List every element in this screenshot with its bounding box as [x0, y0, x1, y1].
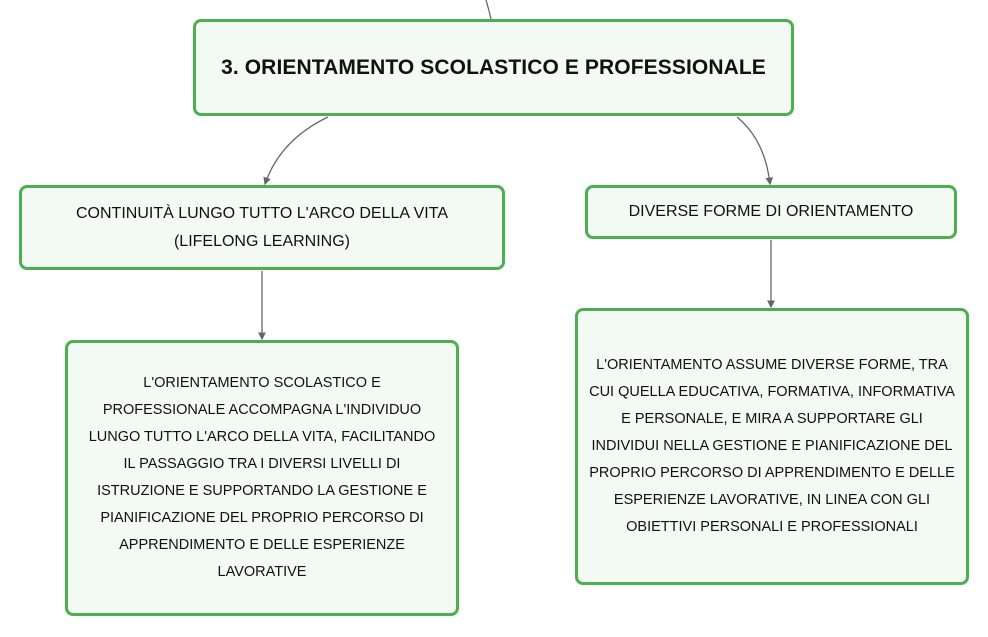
leaf-node-diverse-forme-description[interactable]: L'ORIENTAMENTO ASSUME DIVERSE FORME, TRA…	[575, 308, 969, 585]
connector-root-to-lifelong	[263, 116, 329, 186]
branch-node-lifelong-learning[interactable]: CONTINUITÀ LUNGO TUTTO L'ARCO DELLA VITA…	[19, 185, 505, 270]
connector-root-to-forme	[736, 116, 774, 186]
leaf-node-diverse-forme-text: L'ORIENTAMENTO ASSUME DIVERSE FORME, TRA…	[589, 357, 955, 535]
leaf-node-lifelong-learning-description[interactable]: L'ORIENTAMENTO SCOLASTICO E PROFESSIONAL…	[65, 340, 459, 616]
branch-node-diverse-forme-label: DIVERSE FORME DI ORIENTAMENTO	[628, 203, 914, 220]
connector-parent-to-root	[485, 0, 492, 20]
root-node-label: 3. ORIENTAMENTO SCOLASTICO E PROFESSIONA…	[221, 55, 766, 79]
branch-node-lifelong-learning-line2: (LIFELONG LEARNING)	[173, 232, 350, 250]
branch-node-lifelong-learning-text: CONTINUITÀ LUNGO TUTTO L'ARCO DELLA VITA…	[76, 200, 448, 256]
branch-node-diverse-forme[interactable]: DIVERSE FORME DI ORIENTAMENTO	[585, 185, 957, 239]
root-node[interactable]: 3. ORIENTAMENTO SCOLASTICO E PROFESSIONA…	[193, 19, 794, 116]
leaf-node-lifelong-learning-text: L'ORIENTAMENTO SCOLASTICO E PROFESSIONAL…	[88, 375, 436, 580]
branch-node-lifelong-learning-line1: CONTINUITÀ LUNGO TUTTO L'ARCO DELLA VITA	[75, 204, 448, 222]
